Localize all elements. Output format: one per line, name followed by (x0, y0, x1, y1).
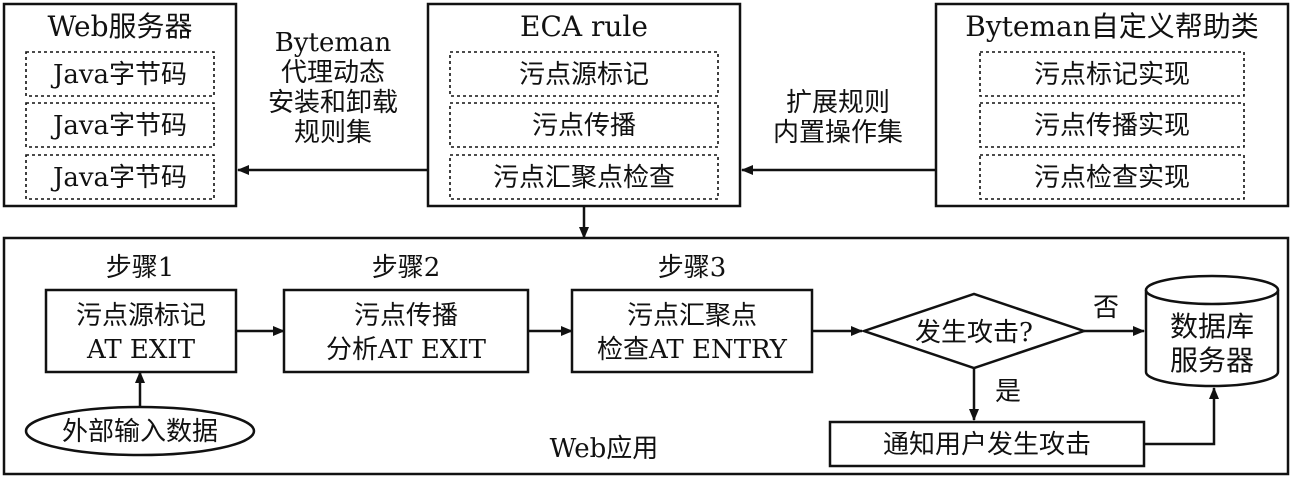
mark-impl-label: 污点标记实现 (1034, 60, 1190, 90)
extend-label-2: 内置操作集 (773, 118, 903, 148)
no-label: 否 (1093, 293, 1119, 323)
eca-rule-title: ECA rule (520, 10, 648, 43)
agent-label-2: 代理动态 (281, 58, 385, 88)
database-label-line1: 数据库 (1170, 310, 1254, 343)
helper-classes-box: Byteman自定义帮助类 污点标记实现 污点传播实现 污点检查实现 (934, 2, 1290, 208)
step-2-text-line1: 污点传播 (354, 301, 458, 331)
step-3-text-line1: 污点汇聚点 (627, 301, 757, 331)
web-server-title: Web服务器 (48, 10, 193, 43)
step-3-label: 步骤3 (658, 253, 727, 283)
step-3-text-line2: 检查AT ENTRY (597, 335, 788, 365)
yes-label: 是 (995, 377, 1021, 407)
web-server-box: Web服务器 Java字节码 Java字节码 Java字节码 (2, 2, 238, 208)
check-impl-box (979, 154, 1245, 200)
bytecode-box-1 (25, 51, 215, 97)
step-2-text-line2: 分析AT EXIT (326, 335, 487, 365)
bytecode-label-2: Java字节码 (50, 111, 187, 141)
extend-label-1: 扩展规则 (786, 88, 890, 118)
taint-sink-label: 污点汇聚点检查 (493, 163, 675, 193)
step-1-box (44, 288, 238, 374)
taint-source-box (449, 51, 719, 97)
bytecode-box-3 (25, 154, 215, 200)
step-1-text-line1: 污点源标记 (76, 301, 206, 331)
helper-classes-title: Byteman自定义帮助类 (965, 10, 1259, 43)
bytecode-label-3: Java字节码 (50, 163, 187, 193)
notify-user-box (828, 420, 1146, 468)
propagate-impl-label: 污点传播实现 (1034, 111, 1190, 141)
check-impl-label: 污点检查实现 (1034, 163, 1190, 193)
agent-label-1: Byteman (275, 28, 392, 58)
taint-propagation-label: 污点传播 (532, 111, 636, 141)
taint-sink-box (449, 154, 719, 200)
eca-rule-box: ECA rule 污点源标记 污点传播 污点汇聚点检查 (426, 2, 742, 208)
database-server (1144, 274, 1280, 388)
mark-impl-box (979, 51, 1245, 97)
taint-source-label: 污点源标记 (519, 60, 649, 90)
bytecode-box-2 (25, 102, 215, 148)
web-app-label: Web应用 (550, 434, 659, 464)
step-1-text-line2: AT EXIT (86, 335, 196, 365)
database-label-line2: 服务器 (1170, 344, 1254, 377)
step-2-label: 步骤2 (372, 253, 441, 283)
notify-to-database-arrow (1144, 387, 1219, 446)
step-1-label: 步骤1 (106, 253, 175, 283)
taint-propagation-box (449, 102, 719, 148)
external-input-label: 外部输入数据 (62, 417, 218, 447)
agent-label-4: 规则集 (294, 118, 372, 148)
bytecode-label-1: Java字节码 (50, 60, 187, 90)
attack-decision-label: 发生攻击? (915, 318, 1033, 348)
notify-user-label: 通知用户发生攻击 (883, 430, 1091, 460)
agent-label-3: 安装和卸载 (268, 88, 398, 118)
propagate-impl-box (979, 102, 1245, 148)
